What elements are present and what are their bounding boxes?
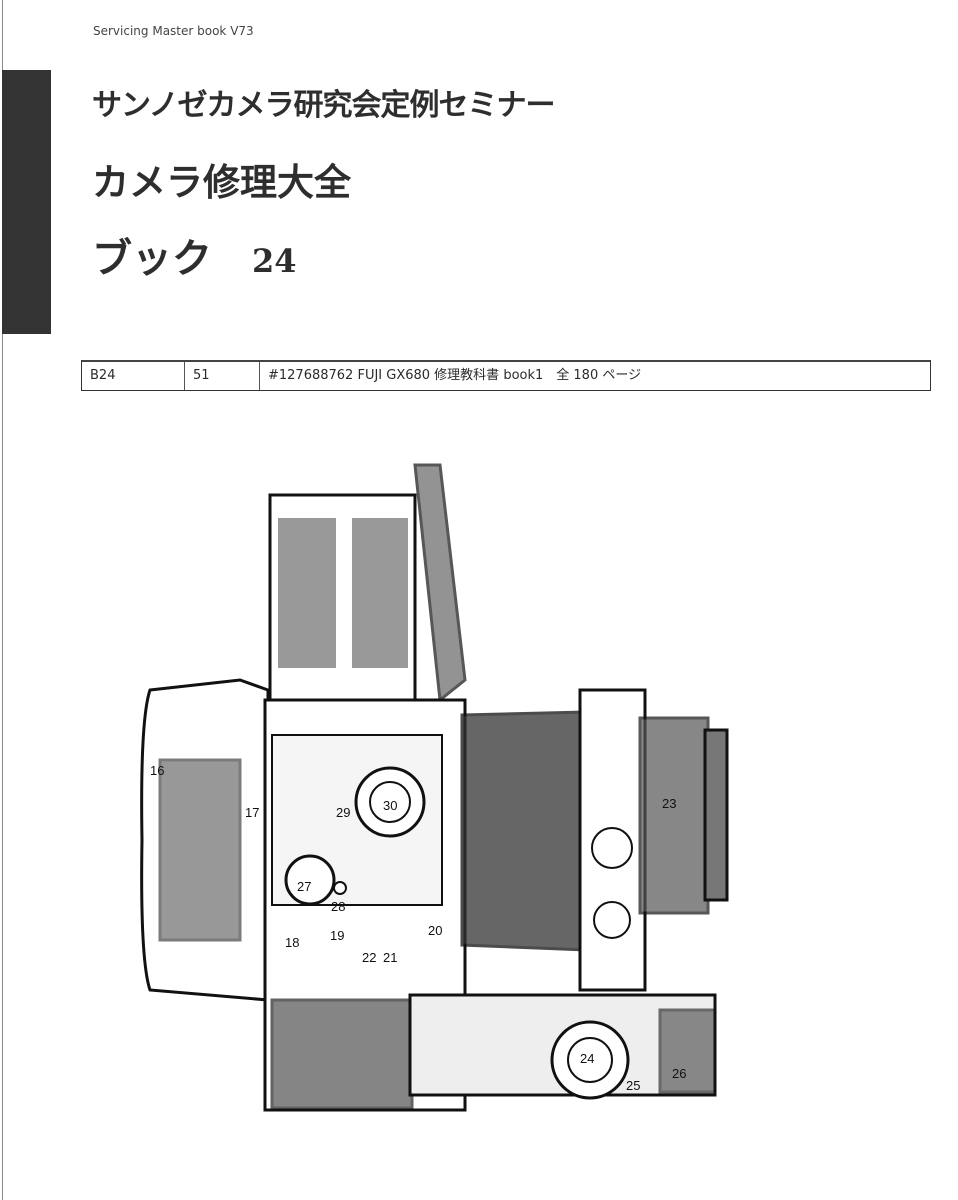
camera-back-panel [158, 758, 242, 942]
callout-28: 28 [331, 899, 345, 914]
book-label: ブック [92, 236, 212, 282]
book-number: 24 [252, 242, 297, 280]
mode-dial [284, 854, 336, 906]
info-description: #127688762 FUJI GX680 修理教科書 book1 全 180 … [268, 368, 642, 383]
callout-27: 27 [297, 879, 311, 894]
callout-20: 20 [428, 923, 442, 938]
page-edge [2, 0, 3, 1200]
book-title: ブック 24 [92, 226, 297, 284]
lens [638, 716, 710, 915]
callout-18: 18 [285, 935, 299, 950]
callout-22: 22 [362, 950, 376, 965]
callout-29: 29 [336, 805, 350, 820]
main-title: カメラ修理大全 [92, 161, 351, 204]
callout-26: 26 [672, 1066, 686, 1081]
callout-17: 17 [245, 805, 259, 820]
callout-24: 24 [580, 1051, 594, 1066]
callout-25: 25 [626, 1078, 640, 1093]
callout-23: 23 [662, 796, 676, 811]
callout-16: 16 [150, 763, 164, 778]
sidebar-bar [2, 70, 51, 334]
callout-19: 19 [330, 928, 344, 943]
callout-21: 21 [383, 950, 397, 965]
info-number: 51 [185, 362, 260, 390]
info-row: B24 51 #127688762 FUJI GX680 修理教科書 book1… [81, 360, 931, 391]
info-code: B24 [82, 362, 185, 390]
seminar-title: サンノゼカメラ研究会定例セミナー [92, 88, 555, 123]
bellows [460, 710, 587, 952]
hood-flap [413, 463, 467, 703]
header-note: Servicing Master book V73 [93, 24, 254, 38]
callout-30: 30 [383, 798, 397, 813]
